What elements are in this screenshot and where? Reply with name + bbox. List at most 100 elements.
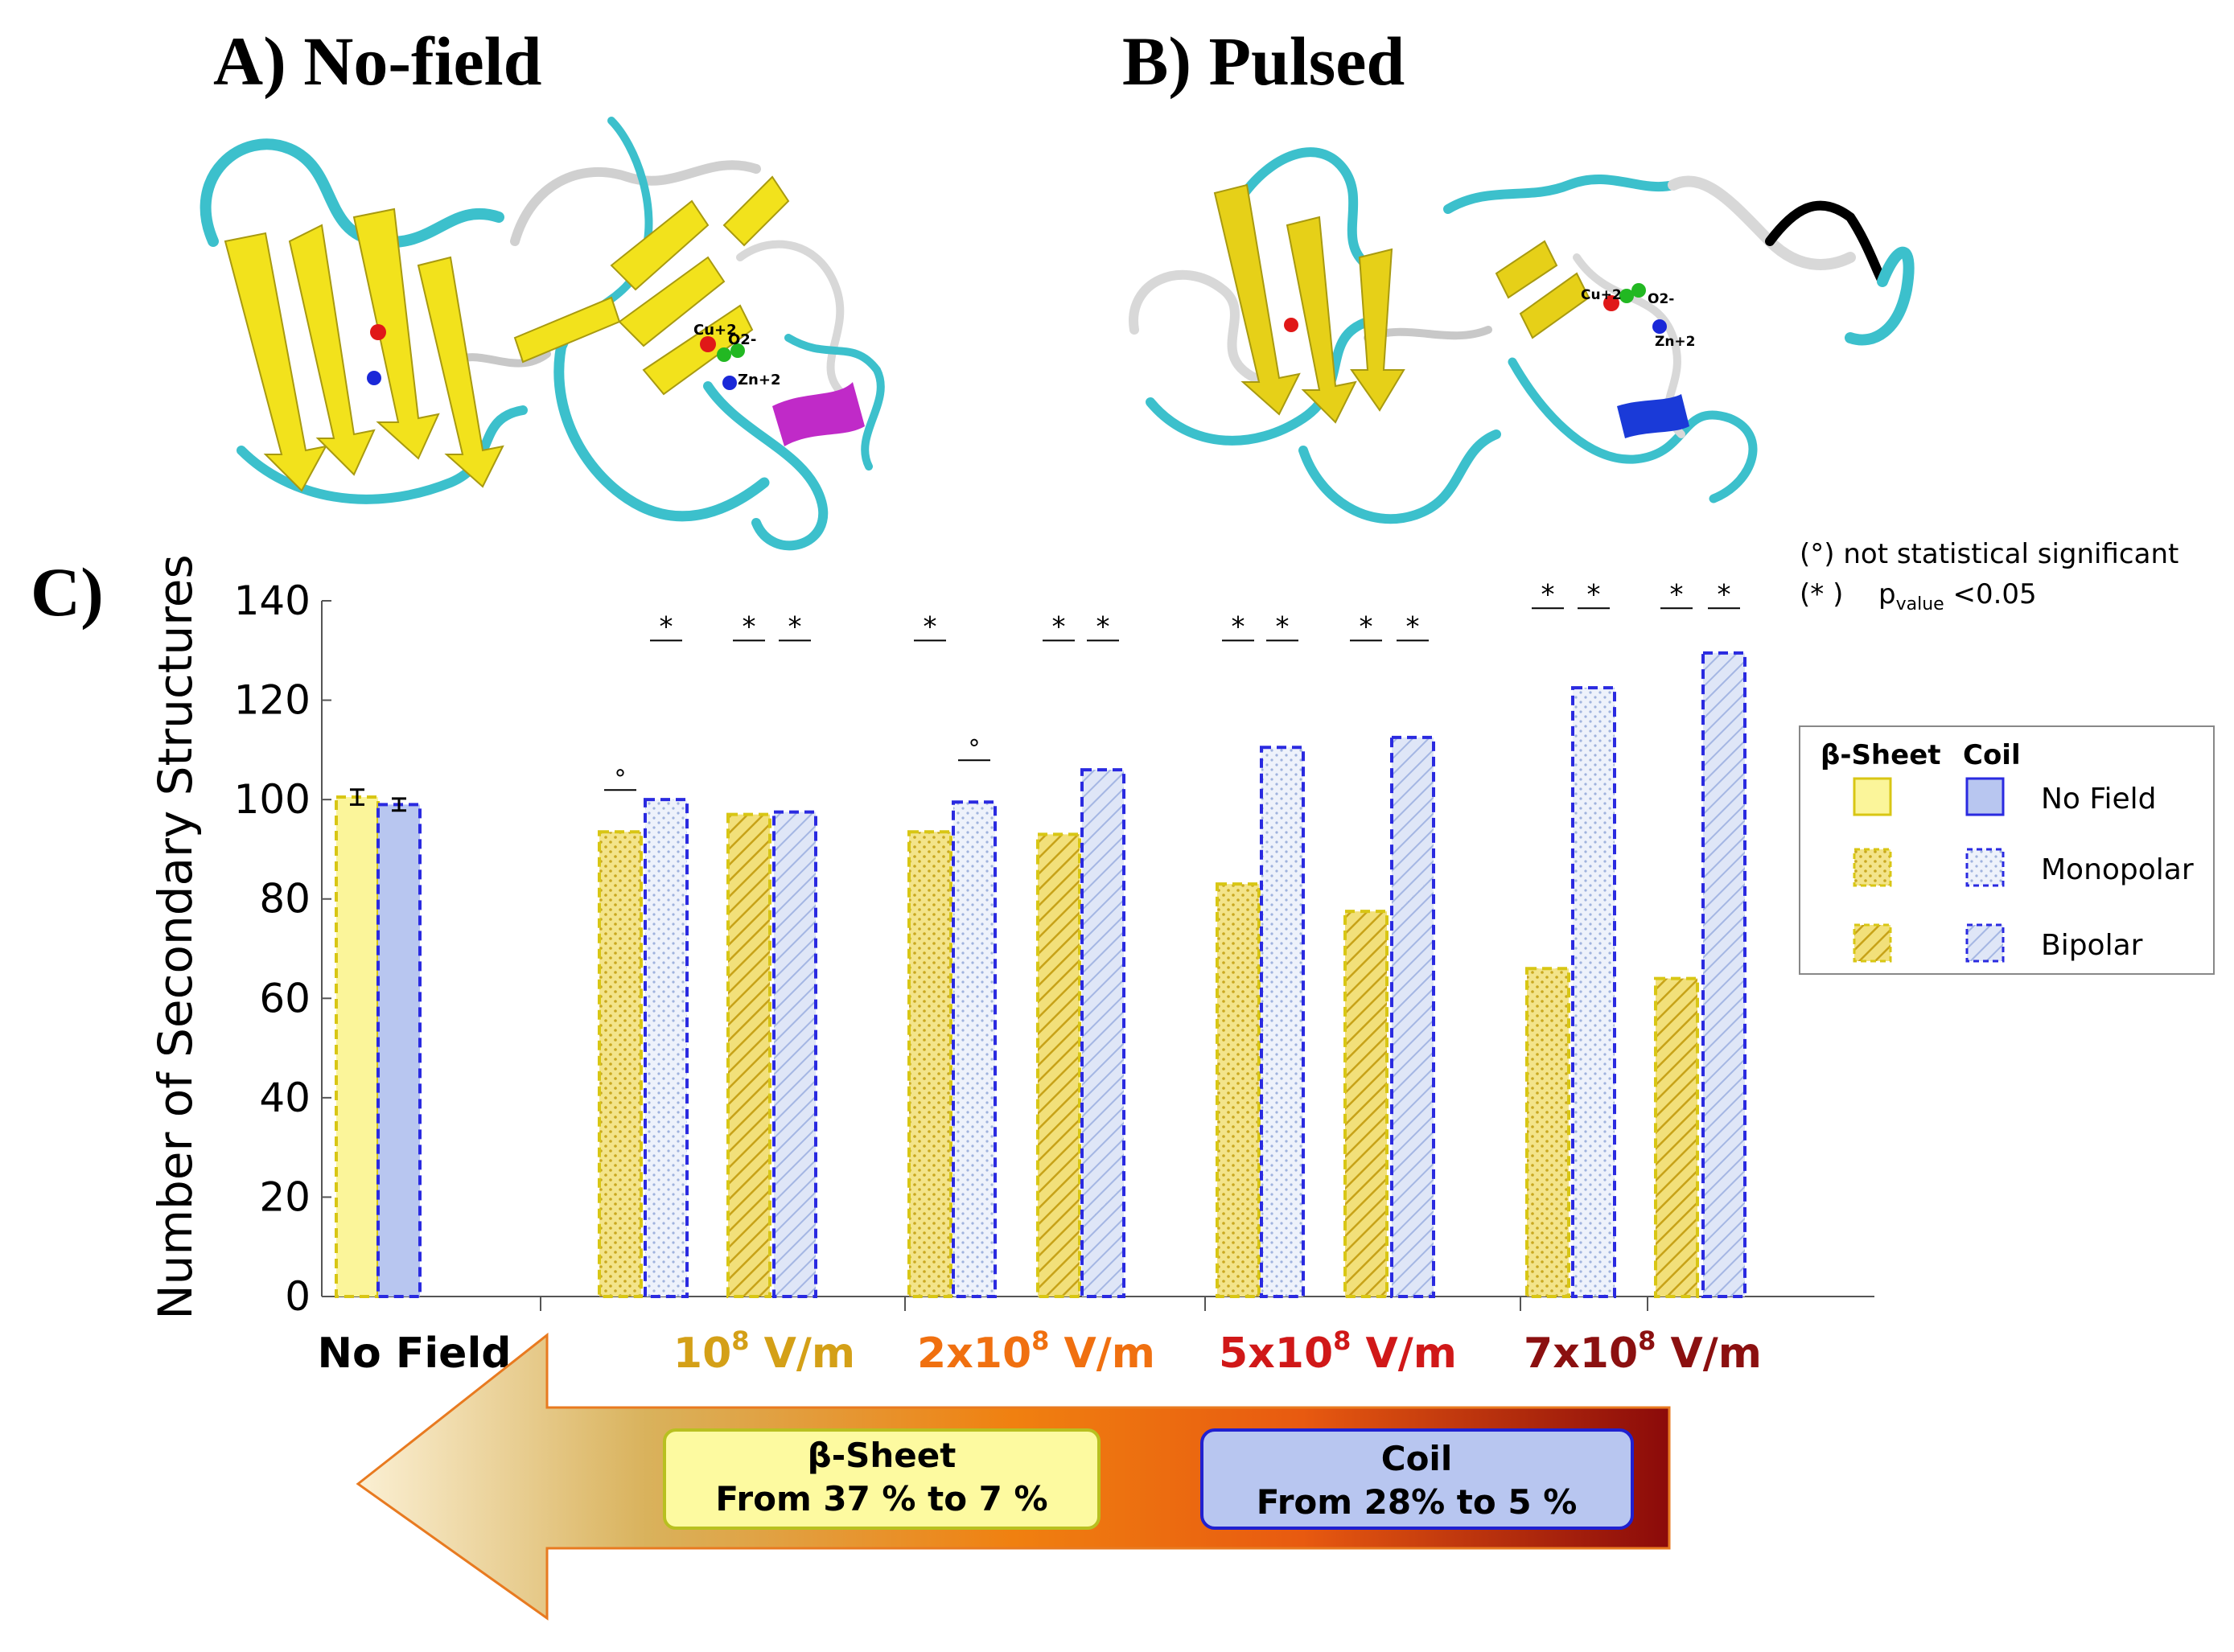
sheet-change-title: β-Sheet	[808, 1436, 957, 1475]
bar-coil-bipolar-g3	[1390, 735, 1435, 1298]
group-label-4: 7x108 V/m	[1524, 1325, 1762, 1378]
sheet-change-text: From 37 % to 7 %	[715, 1479, 1047, 1518]
significance-marks: ° * * * * ° * * * * * * * * * *	[604, 578, 1740, 793]
group-label-unit: V/m	[1351, 1329, 1457, 1378]
bar-sheet-no-field-g0	[335, 795, 380, 1298]
trend-arrow: β-Sheet From 37 % to 7 % Coil From 28% t…	[356, 1332, 1671, 1621]
significance-mark: *	[788, 610, 802, 643]
significance-mark: *	[1360, 610, 1373, 643]
significance-mark: *	[1541, 578, 1555, 610]
significance-mark: *	[1587, 578, 1601, 610]
legend-swatch-sheet-monopolar	[1853, 848, 1892, 887]
legend-label-monopolar: Monopolar	[2041, 853, 2194, 886]
y-tick-label: 60	[259, 975, 311, 1021]
bar-coil-bipolar-g4	[1701, 651, 1746, 1298]
note-p-main: p	[1878, 578, 1896, 610]
group-label-base: 7x10	[1524, 1329, 1638, 1378]
legend-header-sheet: β-Sheet	[1821, 739, 1941, 771]
legend-swatch-sheet-nofield	[1853, 777, 1892, 816]
y-tick-label: 0	[285, 1273, 311, 1320]
coil-change-text: From 28% to 5 %	[1257, 1482, 1578, 1522]
bar-coil-bipolar-g1	[772, 810, 817, 1298]
legend-swatch-coil-monopolar	[1965, 848, 2005, 887]
protein-structure-nofield: Cu+2 O2- Zn+2	[200, 117, 885, 551]
y-tick-label: 100	[234, 776, 311, 823]
group-label-2: 2x108 V/m	[917, 1325, 1155, 1378]
group-label-0: No Field	[317, 1329, 511, 1378]
sheet-change-box	[663, 1428, 1101, 1530]
significance-mark: °	[615, 765, 627, 793]
zn-label-b: Zn+2	[1655, 334, 1696, 350]
significance-mark: *	[1406, 610, 1420, 643]
legend-swatch-sheet-bipolar	[1853, 923, 1892, 963]
significance-mark: *	[1670, 578, 1684, 610]
significance-mark: *	[1232, 610, 1245, 643]
significance-mark: *	[1276, 610, 1290, 643]
y-tick-label: 80	[259, 876, 311, 923]
bar-sheet-bipolar-g2	[1036, 832, 1081, 1298]
legend-swatch-coil-nofield	[1965, 777, 2005, 816]
group-label-exponent: 8	[1333, 1325, 1351, 1356]
group-label-base: 2x10	[917, 1329, 1031, 1378]
bar-coil-monopolar-g2	[952, 800, 997, 1298]
significance-mark: *	[924, 610, 937, 643]
bar-coil-monopolar-g4	[1571, 686, 1616, 1298]
group-label-unit: V/m	[750, 1329, 856, 1378]
bar-sheet-bipolar-g1	[726, 812, 771, 1298]
panel-c-label: C)	[31, 553, 104, 631]
protein-structure-pulsed: Cu+2 O2- Zn+2	[1129, 147, 1915, 524]
note-significant: (* ) pvalue <0.05	[1800, 578, 2037, 614]
bar-chart: Number of Secondary Structures 020406080…	[148, 554, 1874, 1378]
o2-label-b: O2-	[1648, 291, 1674, 307]
group-label-exponent: 8	[1031, 1325, 1049, 1356]
note-p-value: pvalue <0.05	[1878, 578, 2037, 614]
bar-sheet-bipolar-g3	[1343, 910, 1389, 1299]
significance-mark: *	[660, 610, 673, 643]
group-label-base: 10	[673, 1329, 731, 1378]
group-label-3: 5x108 V/m	[1219, 1325, 1457, 1378]
bar-coil-monopolar-g1	[644, 798, 689, 1298]
note-not-significant: (°) not statistical significant	[1800, 538, 2178, 570]
bar-coil-bipolar-g2	[1080, 768, 1125, 1298]
significance-mark: *	[743, 610, 756, 643]
y-axis: 0 20 40 60 80 100 120 140	[234, 577, 331, 1320]
y-tick-label: 20	[259, 1173, 311, 1220]
legend-label-nofield: No Field	[2041, 783, 2157, 816]
cu-label-a: Cu+2	[693, 322, 737, 339]
bar-coil-no-field-g0	[376, 803, 422, 1298]
coil-change-title: Coil	[1381, 1439, 1452, 1478]
significance-mark: *	[1718, 578, 1731, 610]
y-axis-label: Number of Secondary Structures	[148, 554, 203, 1319]
group-label-1: 108 V/m	[673, 1325, 855, 1378]
significance-mark: *	[1096, 610, 1110, 643]
group-label-unit: V/m	[1049, 1329, 1155, 1378]
zn-label-a: Zn+2	[738, 372, 780, 388]
legend-label-bipolar: Bipolar	[2041, 929, 2143, 962]
y-tick-label: 120	[234, 677, 311, 724]
y-tick-label: 40	[259, 1075, 311, 1121]
note-significant-prefix: (* )	[1800, 578, 1843, 610]
legend-header-coil: Coil	[1963, 739, 2021, 771]
panel-b-label: B) Pulsed	[1122, 23, 1405, 100]
note-p-rest: <0.05	[1944, 578, 2037, 610]
note-p-sub: value	[1896, 594, 1944, 614]
x-axis	[322, 1296, 1874, 1311]
significance-mark: *	[1052, 610, 1066, 643]
bars	[335, 651, 1746, 1299]
group-label-unit: V/m	[1656, 1329, 1762, 1378]
bar-sheet-monopolar-g1	[598, 830, 643, 1298]
group-label-exponent: 8	[731, 1325, 749, 1356]
cu-label-b: Cu+2	[1581, 287, 1622, 303]
bar-sheet-bipolar-g4	[1654, 976, 1699, 1298]
bar-sheet-monopolar-g4	[1525, 967, 1570, 1298]
legend: β-Sheet Coil No Field Monopolar Bipolar	[1799, 725, 2215, 975]
bar-coil-monopolar-g3	[1260, 746, 1305, 1298]
y-tick-label: 140	[234, 577, 311, 624]
bar-sheet-monopolar-g3	[1216, 882, 1261, 1298]
o2-label-a: O2-	[728, 331, 756, 348]
significance-mark: °	[969, 735, 981, 763]
panel-a-label: A) No-field	[213, 23, 541, 100]
group-label-base: 5x10	[1219, 1329, 1333, 1378]
